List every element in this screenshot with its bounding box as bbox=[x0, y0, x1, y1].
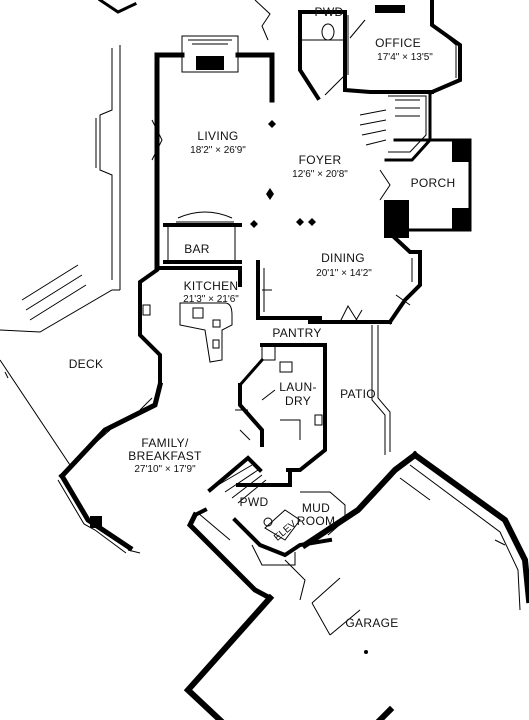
room-label-laundry-2: DRY bbox=[285, 394, 311, 408]
room-label-mud-1: MUD bbox=[302, 501, 330, 515]
room-dims-office: 17'4" × 13'5" bbox=[377, 52, 433, 63]
room-label-office: OFFICE bbox=[375, 36, 421, 50]
room-label-garage: GARAGE bbox=[345, 616, 398, 630]
room-label-family-1: FAMILY/ bbox=[141, 436, 189, 450]
room-label-porch: PORCH bbox=[411, 176, 456, 190]
room-label-living: LIVING bbox=[197, 129, 238, 143]
room-label-foyer: FOYER bbox=[299, 153, 342, 167]
room-label-laundry-1: LAUN- bbox=[279, 380, 317, 394]
room-label-pwd-lower: PWD bbox=[240, 495, 269, 509]
room-label-kitchen: KITCHEN bbox=[184, 279, 239, 293]
room-label-mud-2: ROOM bbox=[297, 514, 336, 528]
room-label-dining: DINING bbox=[321, 251, 365, 265]
room-label-pwd-top: PWD bbox=[315, 5, 344, 19]
room-label-family-2: BREAKFAST bbox=[128, 449, 202, 463]
room-label-patio: PATIO bbox=[340, 387, 376, 401]
room-dims-foyer: 12'6" × 20'8" bbox=[292, 169, 348, 180]
room-dims-kitchen: 21'3" × 21'6" bbox=[183, 294, 239, 305]
room-label-pantry: PANTRY bbox=[272, 326, 321, 340]
room-labels: PWD OFFICE 17'4" × 13'5" LIVING 18'2" × … bbox=[69, 5, 456, 630]
room-label-deck: DECK bbox=[69, 357, 104, 371]
room-dims-family: 27'10" × 17'9" bbox=[134, 464, 196, 475]
room-label-bar: BAR bbox=[184, 242, 210, 256]
room-dims-dining: 20'1" × 14'2" bbox=[316, 268, 372, 279]
room-dims-living: 18'2" × 26'9" bbox=[190, 145, 246, 156]
